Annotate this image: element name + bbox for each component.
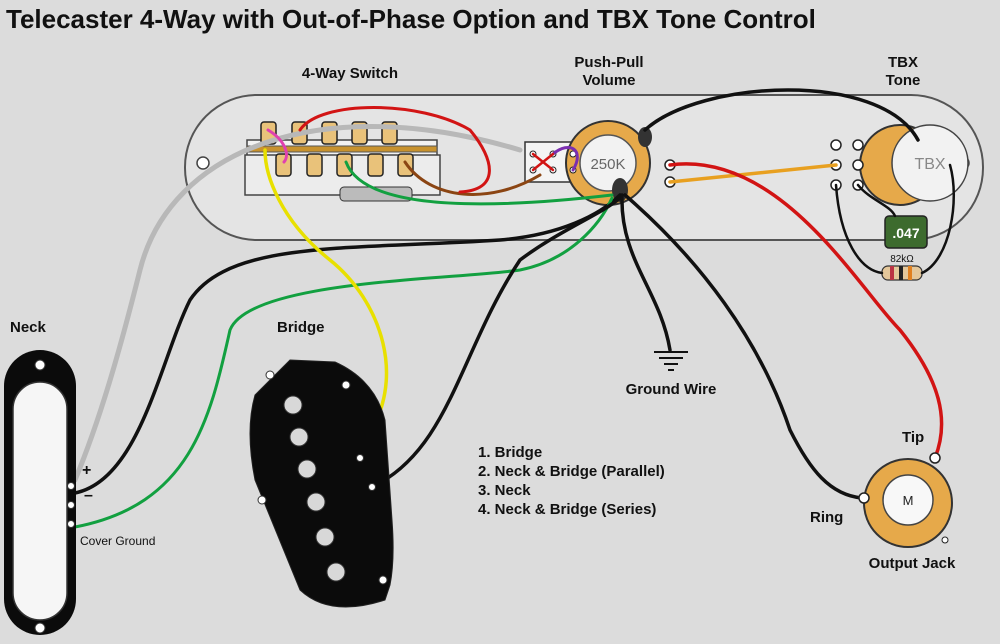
black-wire-pots	[643, 88, 920, 142]
switch-label: 4-Way Switch	[302, 65, 398, 82]
resistor-label: 82kΩ	[890, 254, 914, 265]
tbx-pot: TBX	[830, 124, 969, 206]
gray-wire	[72, 123, 523, 483]
position-item: 4. Neck & Bridge (Series)	[478, 501, 656, 518]
switch-positions-list: 1. Bridge 2. Neck & Bridge (Parallel) 3.…	[478, 444, 665, 518]
output-jack-label: Output Jack	[869, 555, 956, 572]
tbx-pot-mark: TBX	[914, 156, 945, 173]
pink-wire	[266, 128, 288, 164]
bridge-label: Bridge	[277, 319, 325, 336]
neck-minus-label: –	[84, 487, 93, 504]
ring-label: Ring	[810, 509, 843, 526]
volume-pot: 250K	[524, 120, 676, 206]
plate-screw-left	[196, 156, 210, 170]
tone-label-line1: TBX	[888, 54, 918, 71]
black-wire-bridge	[370, 196, 622, 489]
diagram-title: Telecaster 4-Way with Out-of-Phase Optio…	[6, 4, 816, 34]
position-item: 2. Neck & Bridge (Parallel)	[478, 463, 665, 480]
brown-wire	[403, 160, 542, 196]
resistor: 82kΩ	[881, 254, 923, 281]
purple-wire	[551, 146, 579, 172]
volume-label-line1: Push-Pull	[574, 54, 643, 71]
neck-plus-label: +	[82, 462, 91, 479]
tip-label: Tip	[902, 429, 924, 446]
green-wire-neck	[73, 196, 614, 529]
capacitor: .047	[884, 215, 928, 249]
pot-value-label: 250K	[590, 156, 625, 173]
red-cross-2	[531, 152, 555, 172]
position-item: 3. Neck	[478, 482, 531, 499]
position-item: 1. Bridge	[478, 444, 542, 461]
neck-pickup	[4, 350, 76, 635]
red-wire-switch	[298, 106, 491, 194]
bridge-pickup	[249, 359, 394, 608]
orange-wire	[668, 163, 838, 184]
black-wire-cap	[856, 183, 897, 218]
neck-label: Neck	[10, 319, 47, 336]
ground-wire-label: Ground Wire	[626, 381, 717, 398]
tone-label-line2: Tone	[886, 72, 921, 89]
black-wire-ring	[623, 193, 864, 500]
switch-lugs-bottom	[275, 153, 414, 177]
black-wire-tbx-loop	[834, 163, 956, 275]
black-wire-neck	[73, 193, 622, 495]
wires	[72, 88, 956, 529]
jack-mark: M	[903, 493, 914, 508]
capacitor-label: .047	[892, 225, 919, 241]
switch-jumper	[339, 186, 413, 202]
green-wire-switch	[344, 160, 614, 206]
ground-wire	[620, 193, 672, 352]
cover-ground-label: Cover Ground	[80, 534, 155, 548]
volume-label-line2: Volume	[582, 72, 635, 89]
yellow-wire	[263, 148, 389, 445]
red-wire-tip	[668, 162, 944, 460]
output-jack: M	[858, 452, 953, 548]
ground-symbol	[654, 351, 688, 371]
